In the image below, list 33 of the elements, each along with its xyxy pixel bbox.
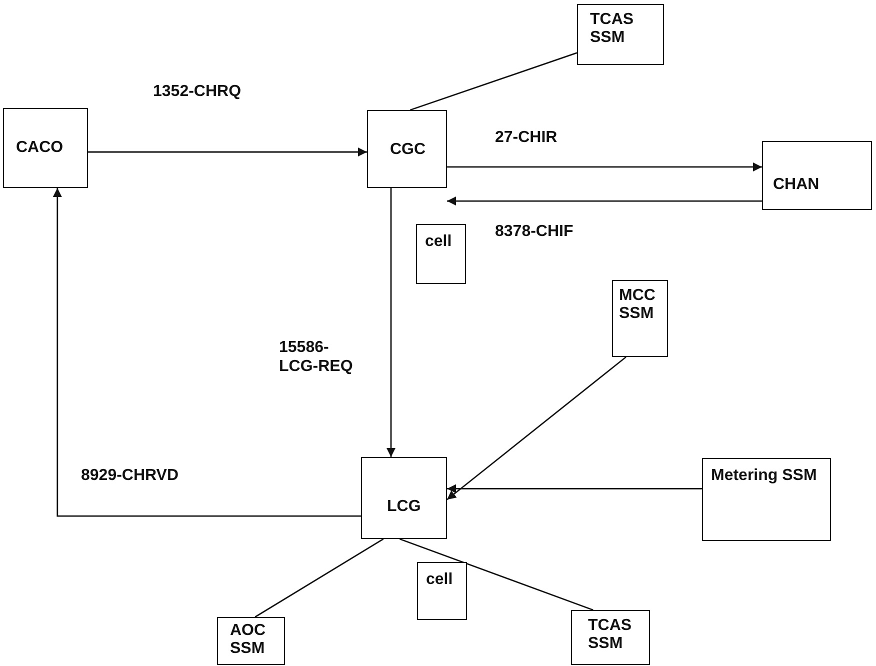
process-box [702,458,831,541]
process-box [217,617,285,665]
arrow [446,356,626,500]
node-label: TCAS SSM [590,11,635,48]
connector-line [399,538,594,611]
node-label: AOC SSM [230,622,267,659]
arrow [88,148,367,156]
process-box [612,280,668,357]
process-box [762,141,872,210]
process-box [367,110,447,188]
node-label: cell [426,571,454,590]
arrow [52,188,361,517]
process-box [416,224,466,284]
process-box [3,108,88,188]
process-box [571,610,650,665]
process-box [417,562,467,620]
connector-line [254,538,384,618]
arrow [386,188,396,457]
node-label: MCC SSM [619,287,656,324]
node-label: TCAS SSM [588,617,633,654]
node-label: CGC [390,141,427,160]
node-label: LCG [387,498,422,516]
node-label: Metering SSM [711,467,818,486]
node-label: CACO [16,139,64,158]
node-label: cell [425,233,453,252]
arrow [447,196,762,206]
connector-line [410,52,578,111]
arrow [447,484,702,494]
process-box [361,457,447,539]
node-label: CHAN [773,176,820,194]
edge-label: 1352-CHRQ [152,82,242,102]
arrow [447,162,762,172]
process-box [577,4,664,65]
